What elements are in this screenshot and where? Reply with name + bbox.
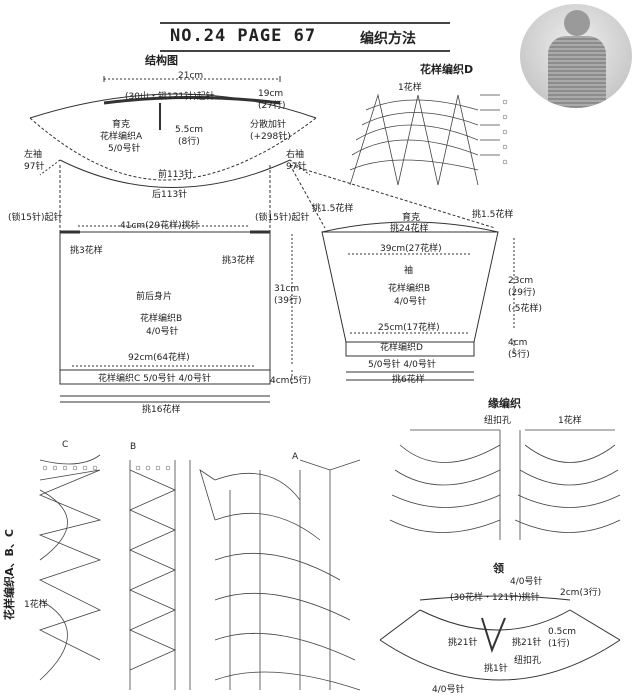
body-height: 31cm: [274, 284, 300, 294]
pattern-b-label: B: [130, 442, 137, 452]
sleeve-cuff-rows: (5行): [508, 350, 530, 360]
pattern-d-repeat: 1花样: [398, 83, 422, 93]
body-pattern: 花样编织B: [140, 314, 183, 324]
yoke-right-height: 19cm: [258, 89, 284, 99]
sleeve-yoke: 育克: [402, 213, 421, 223]
model-sweater: [548, 36, 606, 108]
sleeve-pick-right: 挑1.5花样: [472, 210, 514, 220]
yoke-shape: [29, 76, 317, 188]
edging-heading: 缘编织: [488, 397, 521, 410]
body-bottom-width: 92cm(64花样): [128, 353, 190, 363]
yoke-depth: 5.5cm: [175, 125, 204, 135]
collar-hook-top: 4/0号针: [510, 577, 543, 587]
page-header: NO.24 PAGE 67 编织方法: [160, 22, 450, 52]
page-title: 编织方法: [360, 31, 416, 47]
body-hem-pick: 挑16花样: [142, 405, 181, 415]
right-sleeve-count: 97针: [286, 162, 307, 172]
pattern-a-label: A: [292, 452, 299, 462]
collar-buttonhole-rows: (1行): [548, 639, 570, 649]
sleeve-height-rows: (29行): [508, 288, 536, 298]
body-height-rows: (39行): [274, 296, 302, 306]
sleeve-yoke-pick: 挑24花样: [390, 224, 429, 234]
yoke-increase-count: (+298针): [250, 132, 291, 142]
left-sleeve-label: 左袖: [24, 150, 43, 160]
yoke-depth-rows: (8行): [178, 137, 200, 147]
front-count: 前113针: [158, 170, 194, 180]
model-photo: [520, 4, 632, 108]
sleeve-pick-left: 挑1.5花样: [312, 204, 354, 214]
model-head: [564, 10, 590, 36]
pattern-d-chart: [349, 93, 500, 186]
left-sleeve-count: 97针: [24, 162, 45, 172]
body-top-width: 41cm(29花样)挑针: [120, 221, 200, 231]
sleeve-hook: 4/0号针: [394, 297, 427, 307]
collar-buttonhole: 纽扣孔: [514, 656, 542, 666]
connection-lines: [59, 164, 496, 232]
body-right-chain: (锁15针)起针: [255, 213, 310, 223]
sleeve-decrease: (-5花样): [508, 304, 542, 314]
collar-drawing: [379, 595, 621, 681]
yoke-name: 育克: [112, 120, 131, 130]
collar-pick-left: 挑21针: [448, 638, 478, 648]
pattern-d-heading: 花样编织D: [420, 63, 474, 76]
edging-chart: [389, 429, 621, 540]
back-count: 后113针: [152, 190, 188, 200]
pattern-c-label: C: [62, 440, 69, 450]
sleeve-pattern: 花样编织B: [388, 284, 431, 294]
yoke-increase: 分散加针: [250, 120, 287, 130]
pattern-code: NO.24 PAGE 67: [170, 26, 317, 46]
collar-height: 2cm(3行): [560, 588, 602, 598]
pattern-abc-repeat: 1花样: [24, 600, 48, 610]
sleeve-cuff-hooks: 5/0号针 4/0号针: [368, 360, 436, 370]
yoke-hook: 5/0号针: [108, 144, 141, 154]
sleeve-cuff-pick: 挑6花样: [392, 375, 425, 385]
patterns-abc-title: 花样编织A、B、C: [3, 529, 16, 620]
right-sleeve-label: 右袖: [286, 150, 305, 160]
edging-repeat: 1花样: [558, 416, 582, 426]
collar-stitches: (30花样・121针)挑针: [450, 593, 540, 603]
edging-buttonhole: 纽扣孔: [484, 416, 512, 426]
pattern-stitch-marks: [42, 99, 508, 471]
body-panel: [59, 225, 293, 403]
body-name: 前后身片: [136, 292, 173, 302]
body-left-chain: (锁15针)起针: [8, 213, 63, 223]
sleeve-cuff-pattern: 花样编织D: [380, 343, 423, 353]
sleeve-name: 袖: [404, 266, 414, 276]
collar-hook-bottom: 4/0号针: [432, 685, 465, 695]
body-border: 花样编织C 5/0号针 4/0号针: [98, 374, 211, 384]
body-hook: 4/0号针: [146, 327, 179, 337]
body-pick-left: 挑3花样: [70, 246, 103, 256]
yoke-pattern: 花样编织A: [100, 132, 143, 142]
collar-buttonhole-size: 0.5cm: [548, 627, 577, 637]
sleeve-bottom-width: 25cm(17花样): [378, 323, 440, 333]
sleeve-top-width: 39cm(27花样): [380, 244, 442, 254]
body-border-height: 4cm(5行): [270, 376, 312, 386]
sleeve-panel: [321, 221, 515, 381]
sleeve-height: 23cm: [508, 276, 534, 286]
pattern-abc-chart: [38, 454, 361, 691]
yoke-right-rows: (27行): [258, 101, 286, 111]
structure-heading: 结构图: [145, 54, 178, 67]
yoke-top-stitches: (30山・锁121针)起针: [125, 92, 215, 102]
collar-heading: 领: [493, 562, 504, 575]
collar-pick-right: 挑21针: [512, 638, 542, 648]
body-pick-right: 挑3花样: [222, 256, 255, 266]
collar-pick-center: 挑1针: [484, 664, 508, 674]
sleeve-cuff-height: 4cm: [508, 338, 528, 348]
yoke-width: 21cm: [178, 71, 204, 81]
